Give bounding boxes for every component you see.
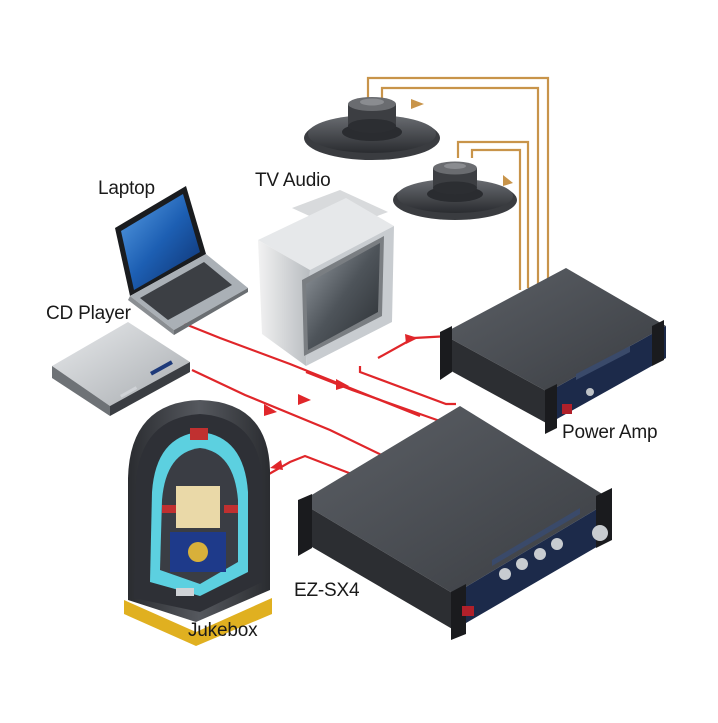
- signal-arrow-tv: [336, 379, 349, 390]
- tv-device: [258, 190, 394, 366]
- tv-audio-label: TV Audio: [255, 170, 331, 191]
- laptop-device: [115, 186, 248, 335]
- speaker-wire-1a: [366, 76, 550, 282]
- cd-player-label: CD Player: [46, 303, 131, 324]
- laptop-label: Laptop: [98, 178, 155, 199]
- speaker-wire-2b: [470, 148, 522, 290]
- speaker-1: [304, 97, 440, 160]
- signal-arrow-laptop: [298, 394, 311, 405]
- jukebox-device: [124, 400, 272, 646]
- signal-arrow-jukebox: [270, 460, 283, 470]
- power-amp-label: Power Amp: [562, 422, 658, 443]
- speaker-wire-2a: [456, 140, 530, 288]
- jukebox-label: Jukebox: [188, 620, 258, 641]
- audio-signal-lines: [179, 320, 456, 487]
- power-amp-device: [440, 268, 666, 434]
- signal-arrow-amp: [405, 334, 418, 344]
- signal-arrow-cd: [264, 404, 277, 416]
- speaker-wire-1b: [380, 86, 540, 284]
- speaker-wire-arrow-2: [503, 175, 513, 186]
- speaker-wires: [366, 76, 550, 290]
- speaker-2: [393, 161, 517, 220]
- amp-output-line-a: [358, 366, 456, 406]
- tv-signal-line: [305, 370, 455, 428]
- cd-player-device: [52, 322, 190, 416]
- speaker-wire-arrow-1: [411, 99, 424, 109]
- ez-sx4-device: [298, 406, 612, 640]
- cd-player-signal-line: [191, 369, 393, 461]
- ez-sx4-label: EZ-SX4: [294, 580, 360, 601]
